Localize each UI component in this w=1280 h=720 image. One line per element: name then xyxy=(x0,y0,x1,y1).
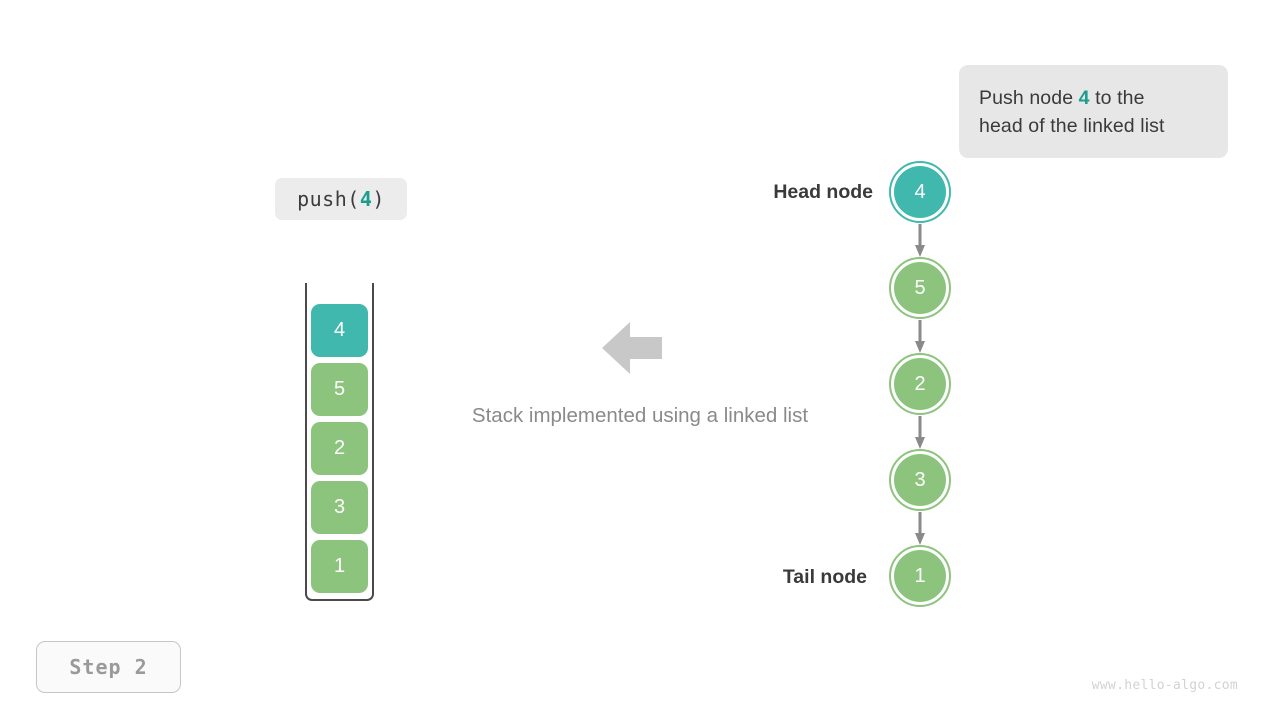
linked-list-node: 4 xyxy=(888,160,952,224)
operation-argument: 4 xyxy=(359,187,373,211)
linked-list: 4 5 2 3 1 xyxy=(888,160,952,610)
watermark: www.hello-algo.com xyxy=(1091,678,1238,693)
operation-open-paren: ( xyxy=(347,187,360,211)
linked-list-node-value: 2 xyxy=(894,358,946,410)
annotation-line-2: head of the linked list xyxy=(979,114,1165,137)
stack-box: 5 xyxy=(311,363,368,416)
stack-box-value: 3 xyxy=(333,496,346,518)
linked-list-node-ring xyxy=(889,161,951,223)
linked-list-node: 3 xyxy=(888,448,952,512)
linked-list-node: 2 xyxy=(888,352,952,416)
stack-box: 3 xyxy=(311,481,368,534)
step-badge: Step 2 xyxy=(36,641,181,693)
stack-box-value: 4 xyxy=(333,319,346,341)
stack-box-value: 1 xyxy=(333,555,346,577)
linked-list-node-value: 3 xyxy=(894,454,946,506)
linked-list-node-value: 1 xyxy=(894,550,946,602)
linked-list-connector-arrow xyxy=(915,320,925,354)
diagram-caption: Stack implemented using a linked list xyxy=(0,404,1280,428)
annotation-bubble: Push node 4 to the head of the linked li… xyxy=(959,65,1228,158)
linked-list-connector-arrow xyxy=(915,512,925,546)
linked-list-node-ring xyxy=(889,449,951,511)
annotation-text: Push node 4 to the head of the linked li… xyxy=(979,84,1165,140)
operation-close-paren: ) xyxy=(372,187,385,211)
annotation-highlight-value: 4 xyxy=(1078,86,1090,109)
left-arrow-icon xyxy=(602,320,662,376)
tail-node-label: Tail node xyxy=(782,566,867,588)
linked-list-node-ring xyxy=(889,257,951,319)
linked-list-node-value: 5 xyxy=(894,262,946,314)
linked-list-node-ring xyxy=(889,545,951,607)
stack-box-value: 5 xyxy=(333,378,346,400)
diagram-caption-text: Stack implemented using a linked list xyxy=(471,404,809,427)
operation-chip: push(4) xyxy=(275,178,407,220)
stack-box: 2 xyxy=(311,422,368,475)
annotation-suffix: to the xyxy=(1089,86,1145,109)
operation-code: push(4) xyxy=(297,187,385,211)
linked-list-node: 1 xyxy=(888,544,952,608)
stack-box: 1 xyxy=(311,540,368,593)
stack-box-list: 4 5 2 3 1 xyxy=(311,304,368,593)
stack-box: 4 xyxy=(311,304,368,357)
annotation-prefix: Push node xyxy=(979,86,1079,109)
linked-list-node: 5 xyxy=(888,256,952,320)
linked-list-connector-arrow xyxy=(915,224,925,258)
operation-name: push xyxy=(297,187,348,211)
step-badge-label: Step 2 xyxy=(69,655,148,679)
linked-list-connector-arrow xyxy=(915,416,925,450)
stack-box-value: 2 xyxy=(333,437,346,459)
linked-list-node-value: 4 xyxy=(894,166,946,218)
linked-list-node-ring xyxy=(889,353,951,415)
stack-container xyxy=(305,283,374,601)
head-node-label: Head node xyxy=(773,181,873,203)
